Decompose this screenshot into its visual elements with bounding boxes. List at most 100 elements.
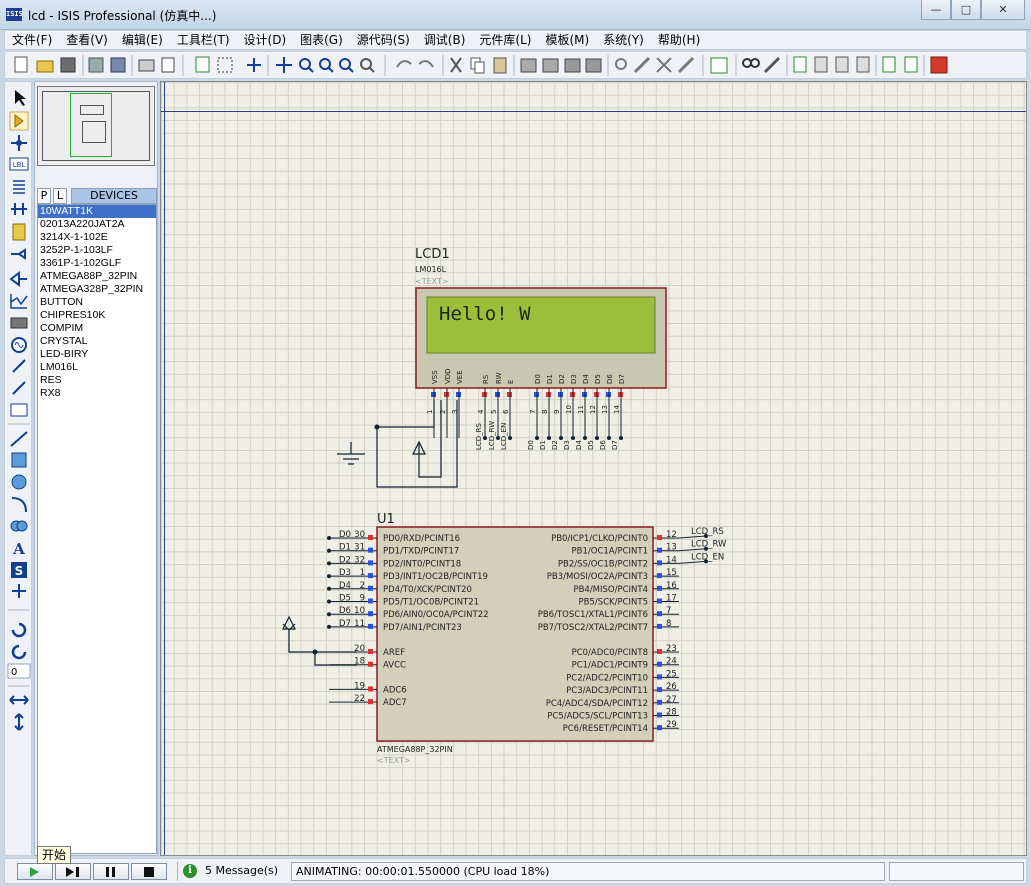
print-area-icon[interactable] [161, 57, 175, 73]
package-tool-icon[interactable] [656, 57, 672, 73]
block-rotate-icon[interactable] [564, 58, 581, 73]
circle-draw-icon[interactable] [11, 474, 27, 490]
terminals-mode-icon[interactable] [11, 248, 26, 260]
maximize-button[interactable]: □ [951, 0, 981, 20]
menu-debug[interactable]: 调试(B) [423, 33, 466, 47]
zoom-all-icon[interactable] [339, 58, 354, 73]
exit-to-parent-icon[interactable] [835, 56, 849, 73]
device-item[interactable]: 3252P-1-103LF [40, 244, 113, 256]
path-draw-icon[interactable] [10, 520, 28, 532]
menu-view[interactable]: 查看(V) [66, 33, 108, 47]
grid-icon[interactable] [217, 57, 233, 73]
zoom-in-icon[interactable] [299, 58, 314, 73]
pick-device-icon[interactable] [615, 58, 627, 70]
mirror-horizontal-icon[interactable] [9, 695, 29, 705]
overview-window[interactable] [37, 86, 155, 166]
block-delete-icon[interactable] [585, 58, 602, 73]
messages-count[interactable]: 5 Message(s) [205, 864, 279, 877]
selection-mode-icon[interactable] [15, 90, 26, 106]
origin-icon[interactable] [247, 58, 261, 72]
menu-template[interactable]: 模板(M) [545, 33, 590, 47]
save-icon[interactable] [60, 57, 76, 73]
step-button[interactable] [55, 863, 91, 880]
overview-viewport[interactable] [70, 93, 112, 157]
marker-icon[interactable] [12, 584, 26, 598]
device-item[interactable]: RX8 [40, 387, 61, 399]
close-button[interactable]: ✕ [981, 0, 1025, 20]
menu-help[interactable]: 帮助(H) [657, 33, 701, 47]
play-button[interactable] [17, 863, 53, 880]
menu-library[interactable]: 元件库(L) [479, 33, 532, 47]
import-icon[interactable] [88, 57, 104, 73]
property-tool-icon[interactable] [763, 56, 781, 74]
paste-icon[interactable] [493, 57, 507, 74]
decompose-icon[interactable] [677, 56, 695, 74]
subcircuit-icon[interactable] [12, 223, 26, 241]
minimize-button[interactable]: — [921, 0, 951, 20]
menu-system[interactable]: 系统(Y) [603, 33, 644, 47]
electrical-rule-check-icon[interactable] [882, 56, 896, 73]
rotate-clockwise-icon[interactable] [11, 622, 27, 638]
copy-icon[interactable] [470, 57, 485, 74]
bus-icon[interactable] [11, 203, 27, 215]
cut-icon[interactable] [450, 57, 462, 73]
box-draw-icon[interactable] [11, 452, 27, 468]
ares-icon[interactable] [930, 56, 948, 74]
block-copy-icon[interactable] [520, 58, 537, 73]
export-icon[interactable] [110, 57, 126, 73]
search-icon[interactable] [742, 58, 760, 68]
device-item[interactable]: RES [40, 374, 62, 386]
print-icon[interactable] [138, 59, 155, 72]
library-manager-button[interactable]: L [53, 188, 67, 204]
device-item[interactable]: COMPIM [40, 322, 84, 334]
component-mode-icon[interactable] [9, 111, 29, 131]
voltage-probe-icon[interactable] [12, 359, 26, 373]
device-item[interactable]: 3361P-1-102GLF [40, 257, 122, 269]
lcd-component[interactable]: LCD1 LM016L <TEXT> Hello! W VSS1VDD2VEE3… [415, 247, 667, 450]
device-item[interactable]: ATMEGA88P_32PIN [40, 270, 138, 282]
device-item[interactable]: 02013A220JAT2A [40, 218, 125, 230]
device-item[interactable]: LM016L [40, 361, 78, 373]
rotation-field[interactable] [7, 663, 31, 679]
wire-autorouter-icon[interactable] [710, 57, 728, 74]
menu-edit[interactable]: 编辑(E) [121, 33, 163, 47]
new-file-icon[interactable] [14, 56, 28, 73]
generator-mode-icon[interactable] [11, 337, 27, 353]
menu-graph[interactable]: 图表(G) [300, 33, 343, 47]
pick-devices-button[interactable]: P [37, 188, 51, 204]
make-device-icon[interactable] [633, 56, 651, 74]
stop-button[interactable] [131, 863, 167, 880]
device-item[interactable]: BUTTON [40, 296, 83, 308]
pause-button[interactable] [93, 863, 129, 880]
refresh-icon[interactable] [195, 56, 210, 73]
menu-file[interactable]: 文件(F) [12, 33, 53, 47]
graph-mode-icon[interactable] [10, 294, 28, 309]
zoom-area-icon[interactable] [360, 58, 375, 73]
wire-label-icon[interactable]: LBL [9, 157, 29, 171]
symbol-draw-icon[interactable]: S [11, 562, 27, 578]
device-item[interactable]: ATMEGA328P_32PIN [40, 283, 144, 295]
undo-icon[interactable] [396, 60, 412, 68]
virtual-instruments-icon[interactable] [10, 403, 28, 417]
pan-icon[interactable] [276, 57, 292, 73]
line-draw-icon[interactable] [10, 431, 28, 447]
tape-recorder-icon[interactable] [10, 317, 28, 329]
netlist-icon[interactable] [904, 56, 918, 73]
text-script-icon[interactable] [13, 180, 25, 194]
remove-sheet-icon[interactable] [814, 56, 828, 73]
device-list[interactable]: 10WATT1K 02013A220JAT2A 3214X-1-102E 325… [37, 204, 157, 854]
arc-draw-icon[interactable] [11, 497, 27, 513]
junction-dot-icon[interactable] [11, 135, 27, 151]
mirror-vertical-icon[interactable] [14, 713, 24, 731]
menu-source[interactable]: 源代码(S) [356, 33, 410, 47]
device-item[interactable]: LED-BIRY [40, 348, 89, 360]
new-sheet-icon[interactable] [793, 56, 807, 73]
info-icon[interactable]: i [183, 864, 197, 878]
menu-design[interactable]: 设计(D) [243, 33, 287, 47]
device-pins-icon[interactable] [9, 271, 27, 287]
menu-toolbars[interactable]: 工具栏(T) [176, 33, 230, 47]
current-probe-icon[interactable] [12, 381, 26, 395]
redo-icon[interactable] [418, 60, 434, 68]
